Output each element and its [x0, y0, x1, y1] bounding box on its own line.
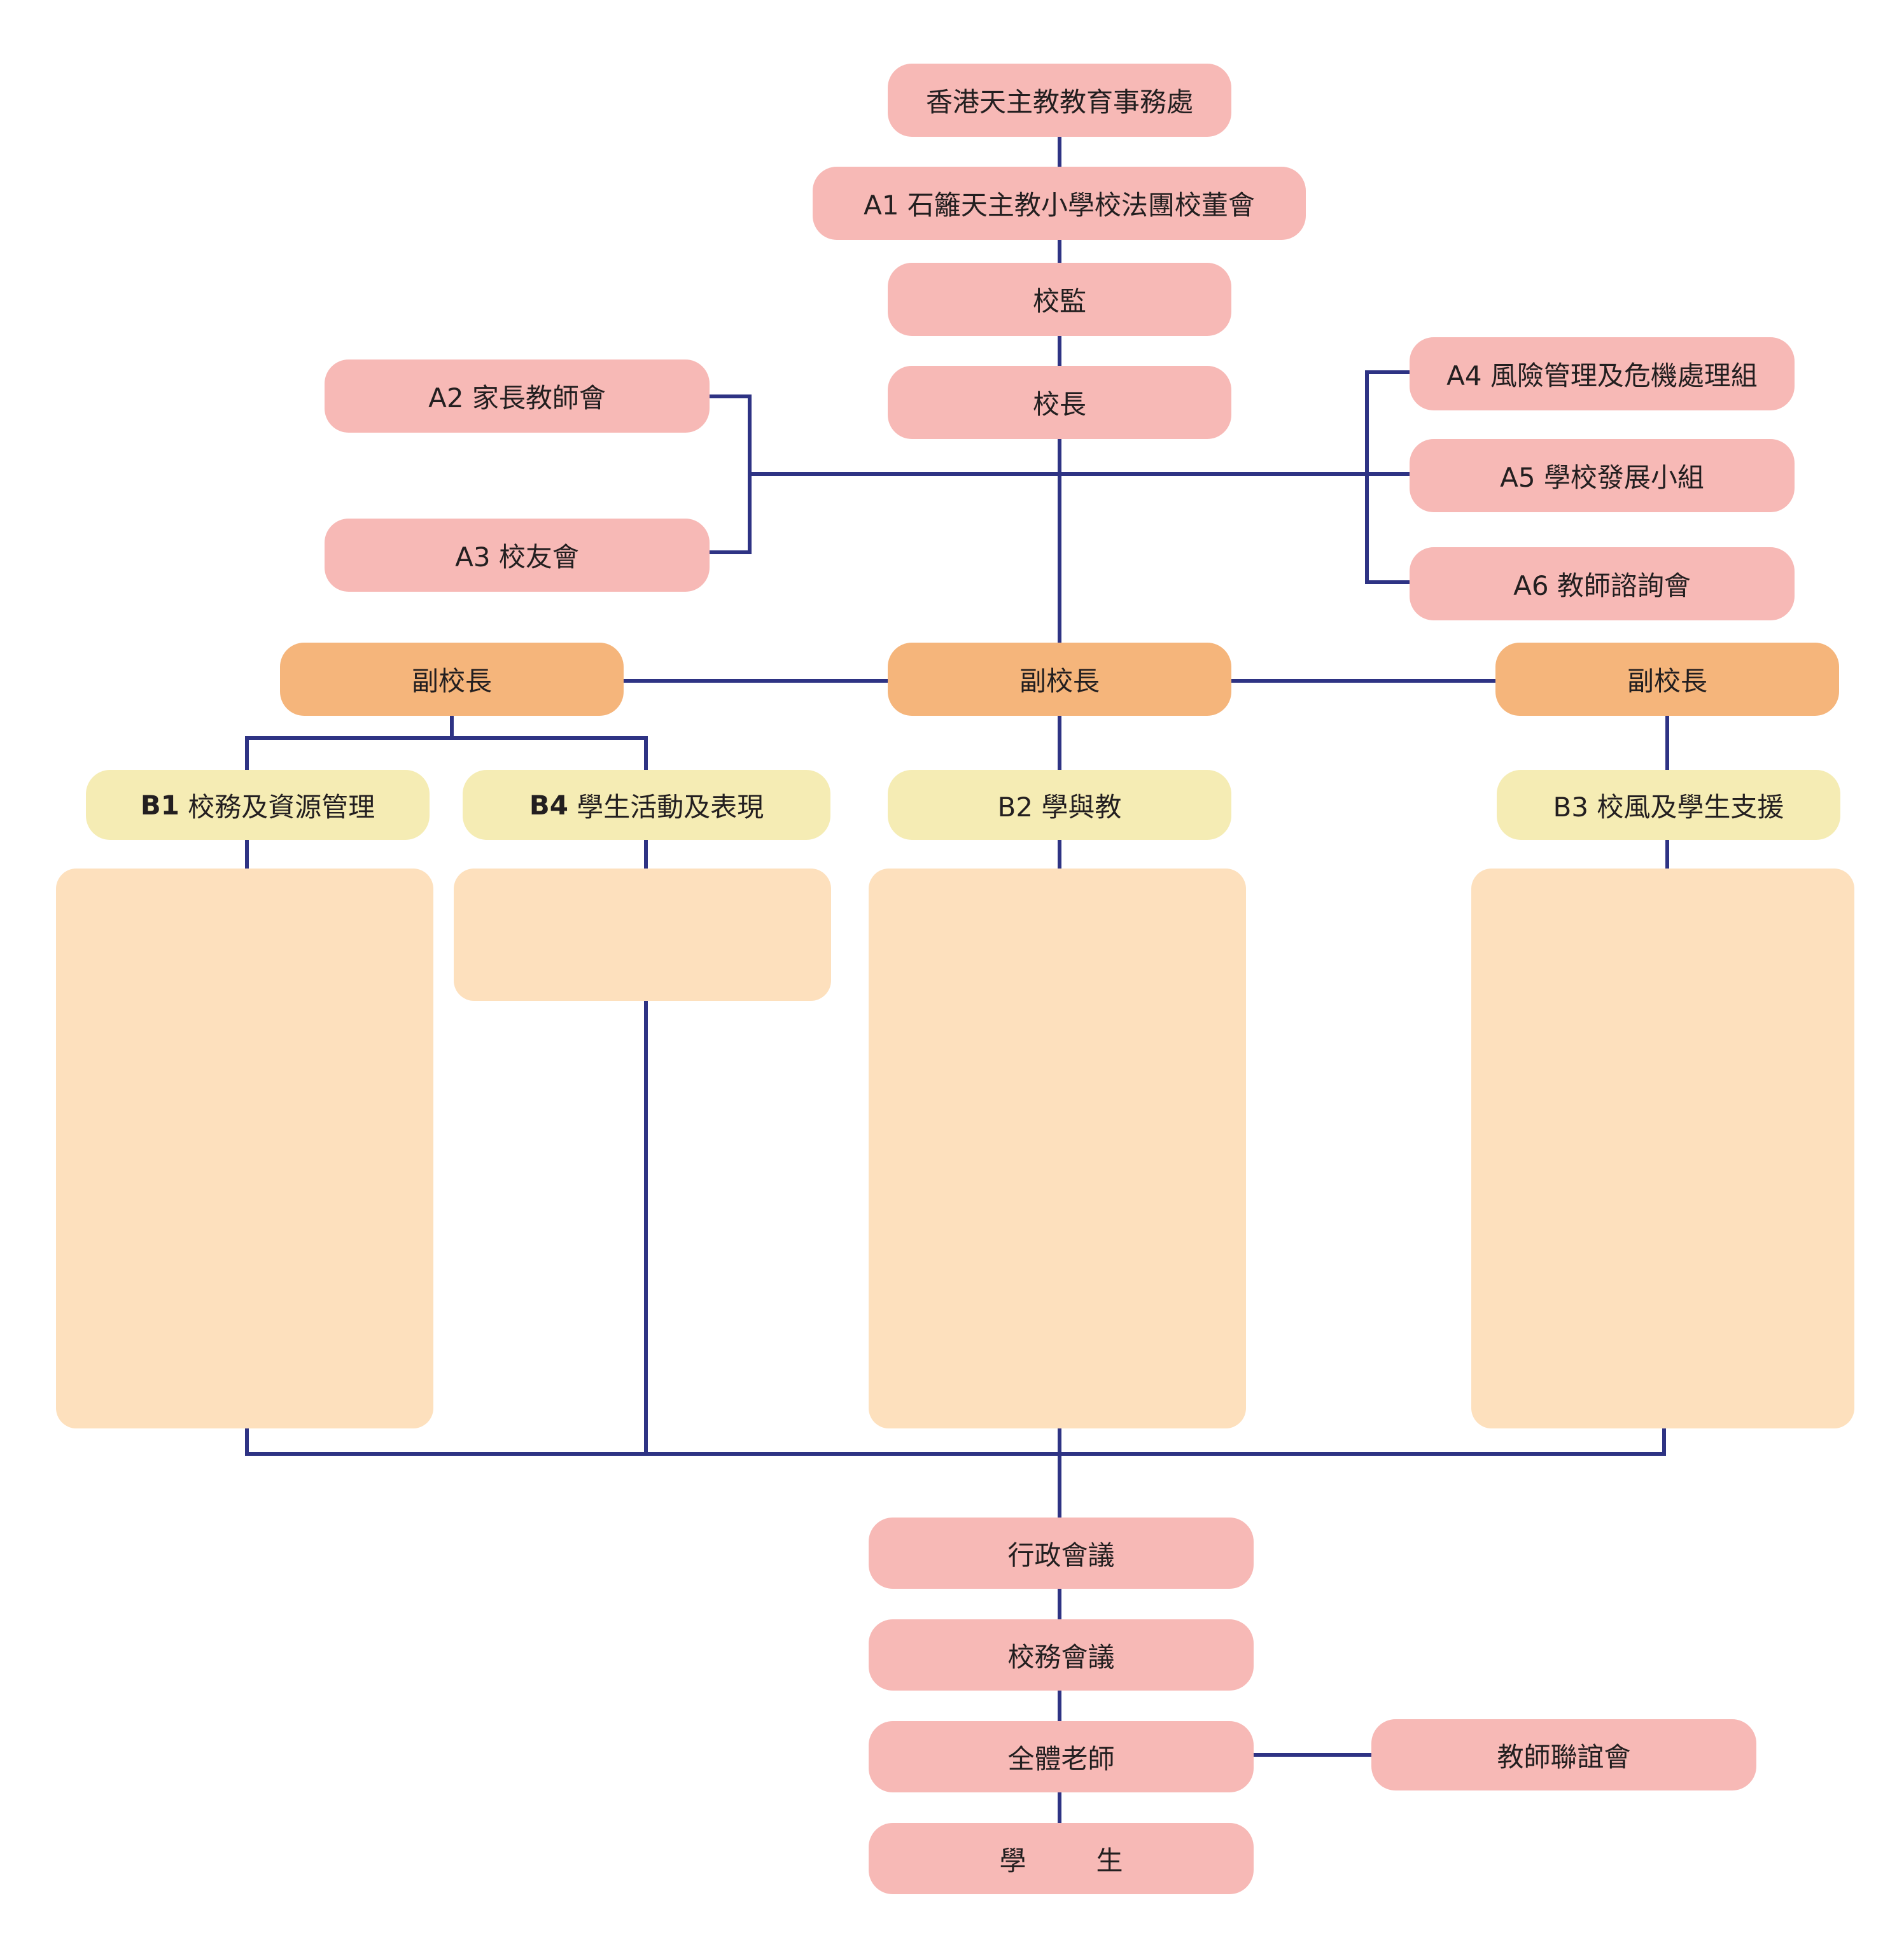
all-teachers-box: 全體老師	[869, 1721, 1254, 1792]
diocese-box: 香港天主教教育事務處	[888, 64, 1231, 137]
admin-meeting-box: 行政會議	[869, 1518, 1254, 1589]
domain-b4: B4 學生活動及表現	[463, 770, 830, 840]
domain-b4-code: B4	[529, 789, 568, 821]
vice-principal-left: 副校長	[280, 643, 624, 716]
a3-alumni-box: A3 校友會	[325, 519, 710, 592]
supervisor-box: 校監	[888, 263, 1231, 336]
domain-b1: B1 校務及資源管理	[86, 770, 430, 840]
a4-risk-box: A4 風險管理及危機處理組	[1410, 337, 1795, 410]
domain-b1-label: 校務及資源管理	[188, 791, 375, 823]
a5-development-box: A5 學校發展小組	[1410, 439, 1795, 512]
a6-teacher-consult-box: A6 教師諮詢會	[1410, 547, 1795, 620]
a1-board-box: A1 石籬天主教小學校法團校董會	[813, 167, 1306, 240]
domain-b3: B3 校風及學生支援	[1497, 770, 1840, 840]
students-box: 學生	[869, 1823, 1254, 1894]
domain-b1-code: B1	[140, 789, 179, 821]
domain-b4-label: 學生活動及表現	[577, 791, 764, 823]
vice-principal-right: 副校長	[1495, 643, 1839, 716]
teachers-association-box: 教師聯誼會	[1371, 1719, 1756, 1790]
panel-b4	[454, 869, 831, 1001]
panel-b2	[869, 869, 1246, 1428]
panel-b3	[1471, 869, 1854, 1428]
principal-box: 校長	[888, 366, 1231, 439]
students-label: 學生	[999, 1845, 1193, 1876]
domain-b2: B2 學與教	[888, 770, 1231, 840]
vice-principal-center: 副校長	[888, 643, 1231, 716]
school-meeting-box: 校務會議	[869, 1619, 1254, 1691]
a2-pta-box: A2 家長教師會	[325, 359, 710, 433]
panel-b1	[56, 869, 433, 1428]
